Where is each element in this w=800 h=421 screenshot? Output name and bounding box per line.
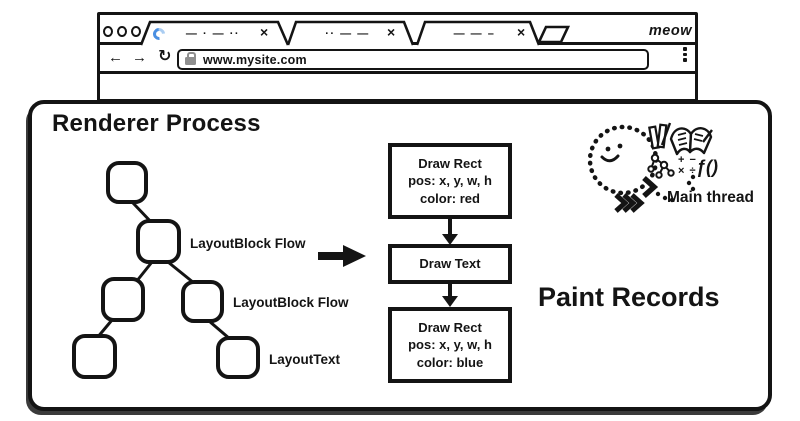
tab-1[interactable] [139, 20, 290, 46]
tab-1-close-icon[interactable]: × [260, 24, 269, 40]
paint-flow-arrow-1-head [442, 234, 458, 245]
paint-step-line: Draw Rect [418, 319, 482, 335]
browser-window: — · — ·· × ·· — — × — — – × meow ← → ↻ w… [97, 12, 698, 102]
paint-step-line: pos: x, y, w, h [408, 173, 492, 189]
paint-flow-arrow-1 [448, 219, 452, 236]
pencils-icon [648, 122, 672, 150]
navigation-bar: ← → ↻ www.mysite.com [100, 45, 695, 74]
layout-tree-node-leaf-left [72, 334, 117, 379]
window-control-icon[interactable] [103, 26, 113, 37]
trail-dot [686, 180, 692, 186]
window-controls [103, 26, 141, 37]
tab-3[interactable] [415, 20, 541, 46]
tab-3-close-icon[interactable]: × [517, 24, 526, 40]
menu-dot-icon [683, 47, 687, 51]
trail-dot [669, 197, 675, 203]
layout-tree-node-child-left [101, 277, 145, 322]
forward-button[interactable]: → [132, 49, 147, 66]
menu-dot-icon [683, 52, 687, 56]
address-bar[interactable]: www.mysite.com [177, 49, 649, 70]
main-thread-label: Main thread [667, 189, 754, 206]
tree-to-paint-arrow-head [343, 245, 366, 267]
loop-arrow-chevron-icon [642, 175, 659, 199]
layout-tree-label-3: LayoutText [269, 352, 341, 367]
tree-to-paint-arrow [318, 252, 344, 260]
open-book-icon [669, 127, 713, 156]
trail-dot [662, 195, 668, 201]
paint-records-label: Paint Records [538, 282, 720, 312]
artist-signature: meow [648, 23, 692, 39]
paint-step-line: Draw Text [419, 256, 481, 272]
function-symbol: ƒ() [696, 157, 718, 177]
paint-step-line: color: red [420, 190, 480, 206]
layout-tree-node-blockflow-1 [136, 219, 181, 264]
renderer-process-title: Renderer Process [52, 110, 261, 137]
layout-tree-label-2: LayoutBlock Flow [233, 295, 349, 310]
paint-step-line: color: blue [416, 354, 484, 370]
tab-3-title-scribble: — — – [453, 28, 496, 40]
smiley-eye-icon [605, 146, 611, 152]
tab-2-close-icon[interactable]: × [387, 24, 396, 40]
fast-forward-chevrons-icon [614, 193, 645, 213]
window-control-icon[interactable] [131, 26, 141, 37]
paint-flow-arrow-2-head [442, 296, 458, 307]
paint-step-draw-text: Draw Text [388, 244, 512, 284]
paint-step-line: Draw Rect [418, 155, 482, 171]
math-symbols-row1: + − [678, 154, 697, 166]
lock-icon [185, 52, 196, 65]
url-text[interactable]: www.mysite.com [203, 52, 307, 67]
layout-tree-node-layouttext [216, 336, 260, 379]
tab-strip: — · — ·· × ·· — — × — — – × meow [100, 15, 695, 46]
dom-tree-icon [647, 153, 675, 179]
paint-flow-arrow-2 [448, 283, 452, 298]
smiley-eye-icon [617, 143, 623, 149]
paint-step-draw-rect-red: Draw Rect pos: x, y, w, h color: red [388, 143, 512, 219]
trail-dot [655, 191, 661, 197]
paint-step-line: pos: x, y, w, h [408, 337, 492, 353]
back-button[interactable]: ← [108, 49, 123, 66]
tab-2-title-scribble: ·· — — [325, 28, 370, 40]
math-symbols-row2: × ÷ [678, 165, 697, 177]
new-tab-button[interactable] [536, 25, 571, 44]
smiley-mouth-icon [600, 154, 620, 163]
layout-tree-label-1: LayoutBlock Flow [190, 236, 306, 251]
menu-dot-icon [683, 58, 687, 62]
trail-dot [690, 174, 696, 180]
tab-1-title-scribble: — · — ·· [185, 28, 241, 40]
layout-tree-node-root [106, 161, 148, 204]
reload-button[interactable]: ↻ [158, 48, 172, 65]
trail-dot [690, 186, 696, 192]
paint-step-draw-rect-blue: Draw Rect pos: x, y, w, h color: blue [388, 307, 512, 383]
layout-tree-node-blockflow-2 [181, 280, 224, 323]
main-thread-illustration: + − × ÷ ƒ() [587, 122, 718, 213]
browser-menu-button[interactable] [683, 47, 687, 62]
window-control-icon[interactable] [117, 26, 127, 37]
tab-2[interactable] [286, 20, 415, 46]
